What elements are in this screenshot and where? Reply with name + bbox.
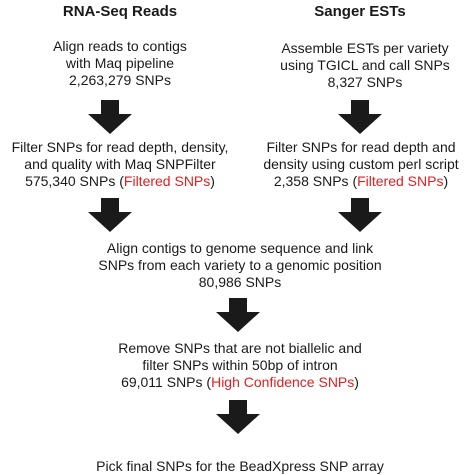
arrow-down-icon	[216, 298, 260, 332]
snp-count-text: )	[210, 173, 215, 189]
step-assemble-ests: Assemble ESTs per variety using TGICL an…	[265, 40, 465, 91]
filtered-snps-label: Filtered SNPs	[123, 173, 211, 189]
step-text: density using custom perl script	[263, 156, 459, 172]
step-text: Remove SNPs that are not biallelic and	[118, 340, 362, 356]
step-text: SNPs from each variety to a genomic posi…	[98, 257, 382, 273]
step-text: Filter SNPs for read depth and	[266, 139, 456, 155]
step-text: using TGICL and call SNPs	[280, 57, 450, 73]
step-text: with Maq pipeline	[65, 55, 175, 71]
step-align-reads: Align reads to contigs with Maq pipeline…	[10, 38, 230, 89]
snp-count: 2,263,279 SNPs	[69, 72, 171, 88]
snp-count: 69,011 SNPs (High Confidence SNPs)	[60, 374, 420, 391]
snp-count: 2,358 SNPs (Filtered SNPs)	[250, 173, 472, 190]
step-text: Align reads to contigs	[53, 38, 187, 54]
step-pick-final-snps: Pick final SNPs for the BeadXpress SNP a…	[40, 458, 440, 475]
step-text: filter SNPs within 50bp of intron	[142, 357, 338, 373]
filtered-snps-label: Filtered SNPs	[357, 173, 444, 189]
step-filter-perl: Filter SNPs for read depth and density u…	[250, 139, 472, 190]
arrow-down-icon	[216, 400, 260, 434]
arrow-down-icon	[338, 198, 382, 232]
step-text: Align contigs to genome sequence and lin…	[106, 240, 374, 256]
snp-count-text: 2,358 SNPs (	[273, 173, 358, 189]
high-confidence-snps-label: High Confidence SNPs	[211, 374, 355, 390]
step-remove-snps: Remove SNPs that are not biallelic and f…	[60, 340, 420, 391]
step-text: and quality with Maq SNPFilter	[24, 156, 216, 172]
step-text: Assemble ESTs per variety	[281, 40, 449, 56]
step-filter-maq: Filter SNPs for read depth, density, and…	[2, 139, 238, 190]
snp-count-text: 69,011 SNPs (	[121, 374, 212, 390]
snp-count: 8,327 SNPs	[327, 74, 403, 90]
header-rna-seq-reads: RNA-Seq Reads	[62, 3, 178, 20]
snp-count-text: )	[443, 173, 449, 189]
step-text: Pick final SNPs for the BeadXpress SNP a…	[96, 458, 384, 474]
snp-count-text: 575,340 SNPs (	[25, 173, 124, 189]
snp-count: 575,340 SNPs (Filtered SNPs)	[2, 173, 238, 190]
snp-count: 80,986 SNPs	[198, 274, 282, 290]
arrow-down-icon	[88, 198, 132, 232]
arrow-down-icon	[338, 100, 382, 134]
arrow-down-icon	[88, 100, 132, 134]
step-align-contigs-genome: Align contigs to genome sequence and lin…	[60, 240, 420, 291]
header-sanger-ests: Sanger ESTs	[314, 3, 406, 20]
snp-count-text: )	[354, 374, 359, 390]
step-text: Filter SNPs for read depth, density,	[11, 139, 229, 155]
